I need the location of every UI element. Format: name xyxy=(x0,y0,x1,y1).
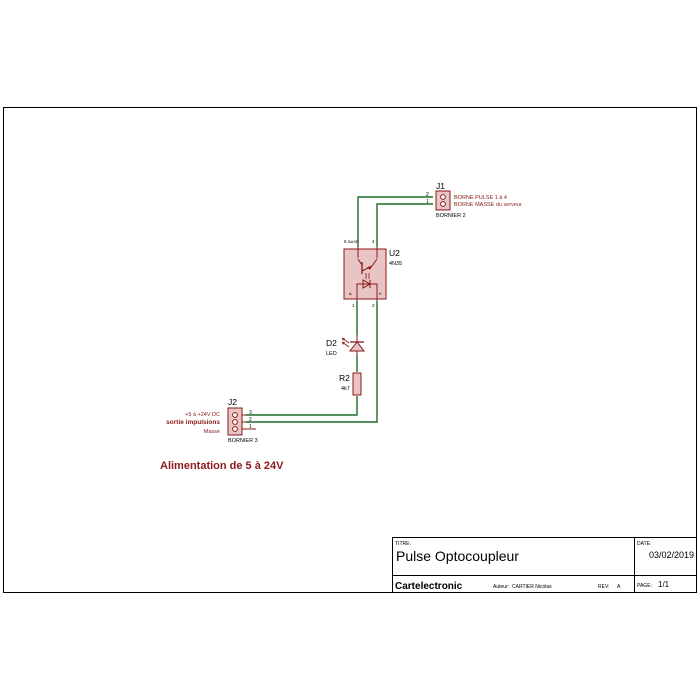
u2-value: 4N35 xyxy=(389,261,402,267)
u2-pin6-number: 6 xyxy=(344,239,347,244)
j2-pin2-number: 2 xyxy=(249,417,252,423)
title-label: TITRE: xyxy=(395,541,411,547)
optocoupler-u2: U2 4N35 6 BASE 4 1 2 A K xyxy=(343,239,402,308)
j1-ref: J1 xyxy=(436,181,445,191)
connector-j1: J1 2 1 BORNE PULSE 1 à 4 BORNE MASSE du … xyxy=(426,181,522,219)
u2-body xyxy=(343,248,387,300)
u2-emitter-arrow xyxy=(367,266,372,270)
u2-pin2-number: 2 xyxy=(372,303,375,308)
j1-pin1-contact xyxy=(440,201,446,207)
j2-pin3-contact xyxy=(232,412,238,418)
u2-pin-a-name: A xyxy=(349,291,352,296)
j2-value: BORNIER 3 xyxy=(228,438,258,444)
rev-value: A xyxy=(617,584,621,590)
j2-pin1-contact xyxy=(232,426,238,432)
page-value: 1/1 xyxy=(658,580,670,589)
j2-net-pin2: sortie impulsions xyxy=(166,419,220,426)
u2-pin-c-name: K xyxy=(379,291,382,296)
u2-pin1-number: 1 xyxy=(352,303,355,308)
title-block-frame xyxy=(392,537,697,593)
j1-value: BORNIER 2 xyxy=(436,213,466,219)
u2-pin4-number: 4 xyxy=(372,239,375,244)
u2-ref: U2 xyxy=(389,248,400,258)
r2-value: 4k7 xyxy=(341,386,350,392)
wire-r2-j2-pin3 xyxy=(246,396,358,416)
company-name: Cartelectronic xyxy=(395,581,463,592)
d2-value: LED xyxy=(326,351,337,357)
j2-pin2-contact xyxy=(232,419,238,425)
wires xyxy=(246,196,433,423)
j1-net-pin1: BORNE MASSE du serveur xyxy=(454,202,522,208)
j2-pin1-number: 1 xyxy=(249,424,252,430)
rev-label: REV: xyxy=(598,584,609,590)
page-label: PAGE: xyxy=(637,583,652,589)
u2-pin6-name: BASE xyxy=(348,239,359,244)
wire-u2-pin2-j2 xyxy=(246,301,378,423)
resistor-r2: R2 4k7 xyxy=(339,372,362,396)
power-note: Alimentation de 5 à 24V xyxy=(160,460,284,472)
r2-body xyxy=(352,372,362,396)
title-block: TITRE: Pulse Optocoupleur DATE: 03/02/20… xyxy=(392,537,697,593)
date-label: DATE: xyxy=(637,541,651,547)
u2-led-wiring xyxy=(356,283,378,290)
author-label: Auteur: xyxy=(493,584,509,590)
j2-ref: J2 xyxy=(228,397,237,407)
author-value: CARTIER Nicolas xyxy=(512,584,552,590)
wire-j1-pin1 xyxy=(376,203,433,247)
j2-pin3-number: 3 xyxy=(249,410,252,416)
j2-net-pin1: Masse xyxy=(204,429,220,435)
title-value: Pulse Optocoupleur xyxy=(396,548,519,564)
d2-ref: D2 xyxy=(326,338,337,348)
u2-transistor-collector xyxy=(357,258,363,266)
r2-ref: R2 xyxy=(339,373,350,383)
d2-arrowhead-1 xyxy=(342,338,345,341)
j1-net-pin2: BORNE PULSE 1 à 4 xyxy=(454,195,507,201)
sheet-border xyxy=(3,107,697,593)
connector-j2: J2 3 2 1 +5 à +24V DC sortie impulsions … xyxy=(166,397,257,444)
d2-triangle xyxy=(348,341,366,352)
led-d2: D2 LED xyxy=(326,335,366,357)
date-value: 03/02/2019 xyxy=(649,550,694,560)
u2-led-symbol xyxy=(362,279,372,289)
d2-arrowhead-2 xyxy=(342,342,345,345)
j1-body xyxy=(435,190,451,211)
j1-pin2-number: 2 xyxy=(426,192,429,198)
wire-j1-pin2 xyxy=(357,196,433,247)
j2-net-pin3: +5 à +24V DC xyxy=(185,412,220,418)
j1-pin2-contact xyxy=(440,194,446,200)
j1-pin1-number: 1 xyxy=(426,199,429,205)
